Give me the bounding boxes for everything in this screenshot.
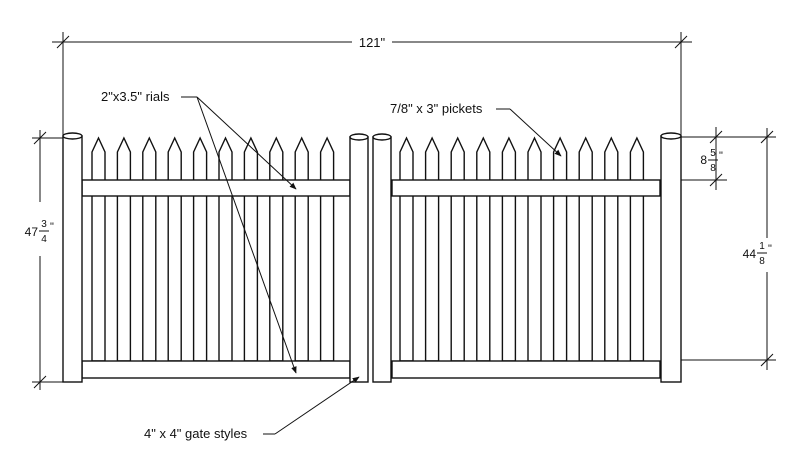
picket	[476, 136, 491, 362]
left-height-whole: 47	[25, 225, 39, 239]
left-gate	[81, 133, 369, 383]
right-post	[660, 132, 682, 383]
right-gate-pickets	[399, 136, 645, 362]
picket	[629, 136, 645, 362]
picket	[399, 136, 414, 362]
left-height-numerator: 3	[41, 219, 47, 230]
picket	[116, 136, 132, 362]
picket-tip-numerator: 5	[710, 148, 716, 159]
overall-width-label: 121"	[359, 35, 386, 50]
picket	[91, 136, 106, 362]
picket	[578, 136, 593, 362]
picket	[218, 136, 233, 362]
left-height-dimension: 47 3 4 "	[25, 130, 80, 390]
picket	[319, 136, 335, 362]
pickets-label: 7/8" x 3" pickets	[390, 101, 483, 116]
picket	[527, 136, 542, 362]
right-gate-style	[372, 136, 392, 383]
gate-styles-callout: 4" x 4" gate styles	[144, 376, 360, 441]
picket	[604, 136, 619, 362]
picket	[269, 136, 284, 362]
right-height-dimension: 44 1 8 "	[664, 128, 776, 370]
left-bottom-rail	[81, 360, 351, 379]
rails-label: 2"x3.5" rials	[101, 89, 170, 104]
picket	[167, 136, 182, 362]
picket	[552, 136, 568, 362]
left-height-denominator: 4	[41, 234, 47, 245]
left-gate-style	[349, 136, 369, 383]
right-height-numerator: 1	[759, 241, 765, 252]
picket	[294, 136, 309, 362]
right-gate	[372, 133, 661, 383]
picket	[424, 136, 440, 362]
picket-tip-inch: "	[719, 150, 723, 162]
picket	[501, 136, 517, 362]
left-gate-pickets	[91, 136, 335, 362]
right-height-inch: "	[768, 243, 772, 255]
pickets-callout: 7/8" x 3" pickets	[390, 101, 562, 157]
picket-tip-dimension: 8 5 8 "	[661, 127, 727, 190]
left-height-inch: "	[50, 221, 54, 233]
left-top-rail	[81, 179, 351, 197]
right-height-denominator: 8	[759, 256, 765, 267]
picket	[142, 136, 157, 362]
picket-tip-denominator: 8	[710, 163, 716, 174]
picket	[192, 136, 208, 362]
right-top-rail	[391, 179, 661, 197]
rails-callout: 2"x3.5" rials	[101, 89, 297, 374]
overall-width-dimension: 121"	[52, 32, 692, 136]
picket-tip-whole: 8	[700, 153, 707, 167]
right-height-whole: 44	[743, 247, 757, 261]
picket	[450, 136, 465, 362]
right-bottom-rail	[391, 360, 661, 379]
picket	[243, 136, 259, 362]
gate-styles-label: 4" x 4" gate styles	[144, 426, 248, 441]
left-post	[62, 132, 83, 383]
